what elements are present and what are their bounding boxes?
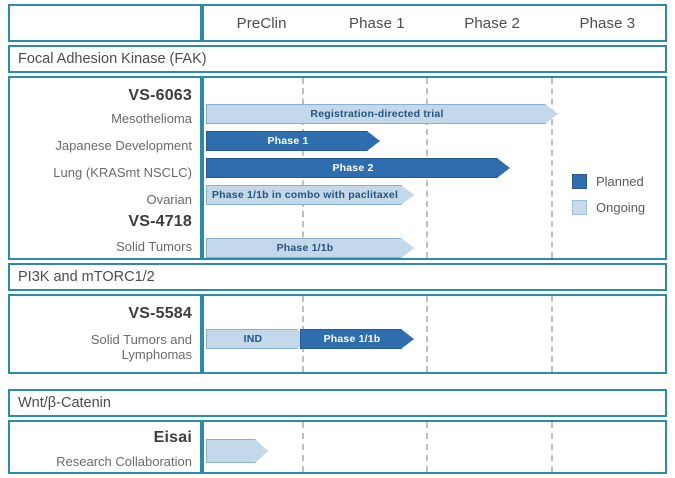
section-title-wnt: Wnt/β-Catenin xyxy=(8,389,667,417)
legend-swatch-planned-icon xyxy=(572,173,587,189)
program-name-vs-4718: VS-4718 xyxy=(128,213,192,230)
indication-lung-krasmt-nsclc: Lung (KRASmt NSCLC) xyxy=(53,165,192,180)
legend-label-planned: Planned xyxy=(596,173,644,189)
gridline-phase2-phase3 xyxy=(551,78,553,258)
gridline-phase2-phase3 xyxy=(551,296,553,372)
pi3k-label-column: VS-5584 Solid Tumors and Lymphomas xyxy=(8,294,202,374)
bar-ovarian[interactable]: Phase 1/1b in combo with paclitaxel xyxy=(206,185,414,205)
legend-label-ongoing: Ongoing xyxy=(596,199,646,215)
bar-vs-5584-phase-1-1b[interactable]: Phase 1/1b xyxy=(300,329,414,349)
bar-vs-4718-solid-tumors[interactable]: Phase 1/1b xyxy=(206,238,414,258)
pi3k-timeline-column: IND Phase 1/1b xyxy=(202,294,667,374)
legend-swatch-ongoing-icon xyxy=(572,199,587,215)
phase-header-phase-3: Phase 3 xyxy=(579,14,636,32)
indication-japanese-development: Japanese Development xyxy=(55,138,192,153)
gridline-phase1-phase2 xyxy=(426,422,428,472)
phase-header-preclin: PreClin xyxy=(236,14,287,32)
section-title-pi3k: PI3K and mTORC1/2 xyxy=(8,263,667,291)
indication-solid-tumors: Solid Tumors xyxy=(116,239,192,254)
bar-vs-5584-ind[interactable]: IND xyxy=(206,329,310,349)
phase-header-phase-1: Phase 1 xyxy=(349,14,405,32)
program-name-vs-5584: VS-5584 xyxy=(128,305,192,322)
indication-research-collaboration: Research Collaboration xyxy=(56,454,192,469)
indication-mesothelioma: Mesothelioma xyxy=(111,111,192,126)
bar-eisai-research-collaboration[interactable] xyxy=(206,439,268,463)
indication-solid-tumors-and-lymphomas: Solid Tumors and Lymphomas xyxy=(90,332,192,362)
legend: Planned Ongoing xyxy=(572,168,662,220)
fak-label-column: VS-6063 Mesothelioma Japanese Developmen… xyxy=(8,76,202,260)
section-title-fak: Focal Adhesion Kinase (FAK) xyxy=(8,45,667,73)
wnt-label-column: Eisai Research Collaboration xyxy=(8,420,202,474)
bar-lung-krasmt-nsclc[interactable]: Phase 2 xyxy=(206,158,510,178)
wnt-timeline-column xyxy=(202,420,667,474)
bar-mesothelioma[interactable]: Registration-directed trial xyxy=(206,104,558,124)
gridline-phase1-phase2 xyxy=(426,296,428,372)
phase-header-phase-2: Phase 2 xyxy=(464,14,520,32)
program-name-eisai: Eisai xyxy=(153,429,192,446)
indication-ovarian: Ovarian xyxy=(146,192,192,207)
phase-header-row: PreClin Phase 1 Phase 2 Phase 3 xyxy=(202,4,667,42)
gridline-preclin-phase1 xyxy=(302,422,304,472)
legend-item-ongoing: Ongoing xyxy=(572,194,662,220)
legend-item-planned: Planned xyxy=(572,168,662,194)
program-name-vs-6063: VS-6063 xyxy=(128,87,192,104)
header-corner-cell xyxy=(8,4,202,42)
bar-japanese-development[interactable]: Phase 1 xyxy=(206,131,380,151)
fak-timeline-column: Registration-directed trial Phase 1 Phas… xyxy=(202,76,667,260)
gridline-phase2-phase3 xyxy=(551,422,553,472)
